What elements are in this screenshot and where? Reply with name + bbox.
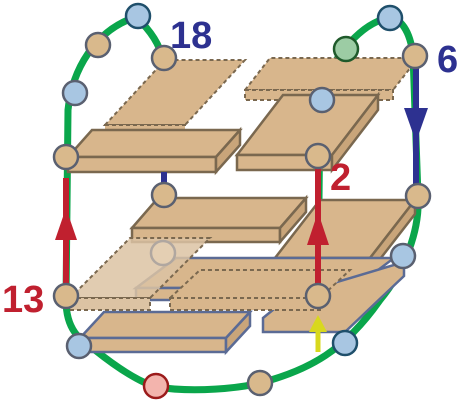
node-blue	[61, 79, 89, 107]
node-blue	[331, 329, 359, 357]
node-tan	[404, 182, 432, 210]
yellow-arrow-head	[309, 315, 327, 332]
node-tan	[304, 142, 332, 170]
plate-upper-left	[65, 126, 243, 176]
node-blue	[308, 86, 336, 114]
red-arrow-left-head	[55, 208, 77, 240]
label-18: 18	[170, 15, 212, 57]
node-tan	[150, 181, 178, 209]
label-2: 2	[330, 157, 351, 199]
node-blue	[124, 2, 152, 30]
red-arrow-middle-head	[307, 212, 329, 245]
node-tan	[84, 31, 112, 59]
node-blue	[376, 4, 404, 32]
label-6: 6	[437, 39, 458, 81]
node-pink	[142, 372, 170, 400]
plate-upper-right	[234, 91, 381, 174]
node-tan	[150, 44, 178, 72]
node-blue	[65, 332, 93, 360]
node-tan	[246, 369, 274, 397]
node-tan	[304, 282, 332, 310]
plate-middle-left	[129, 194, 309, 246]
node-tan-faded	[149, 239, 177, 267]
plate-top-left-back	[102, 59, 248, 134]
plate-lower-dashed-right	[167, 269, 353, 311]
node-tan	[52, 282, 80, 310]
blue-arrow-right-head	[404, 108, 428, 142]
label-13: 13	[2, 279, 44, 321]
node-tan	[401, 42, 429, 70]
node-tan	[52, 143, 80, 171]
node-green	[332, 35, 360, 63]
plate-lower-left-front	[77, 308, 253, 356]
nodes	[52, 2, 432, 400]
node-blue	[389, 242, 417, 270]
